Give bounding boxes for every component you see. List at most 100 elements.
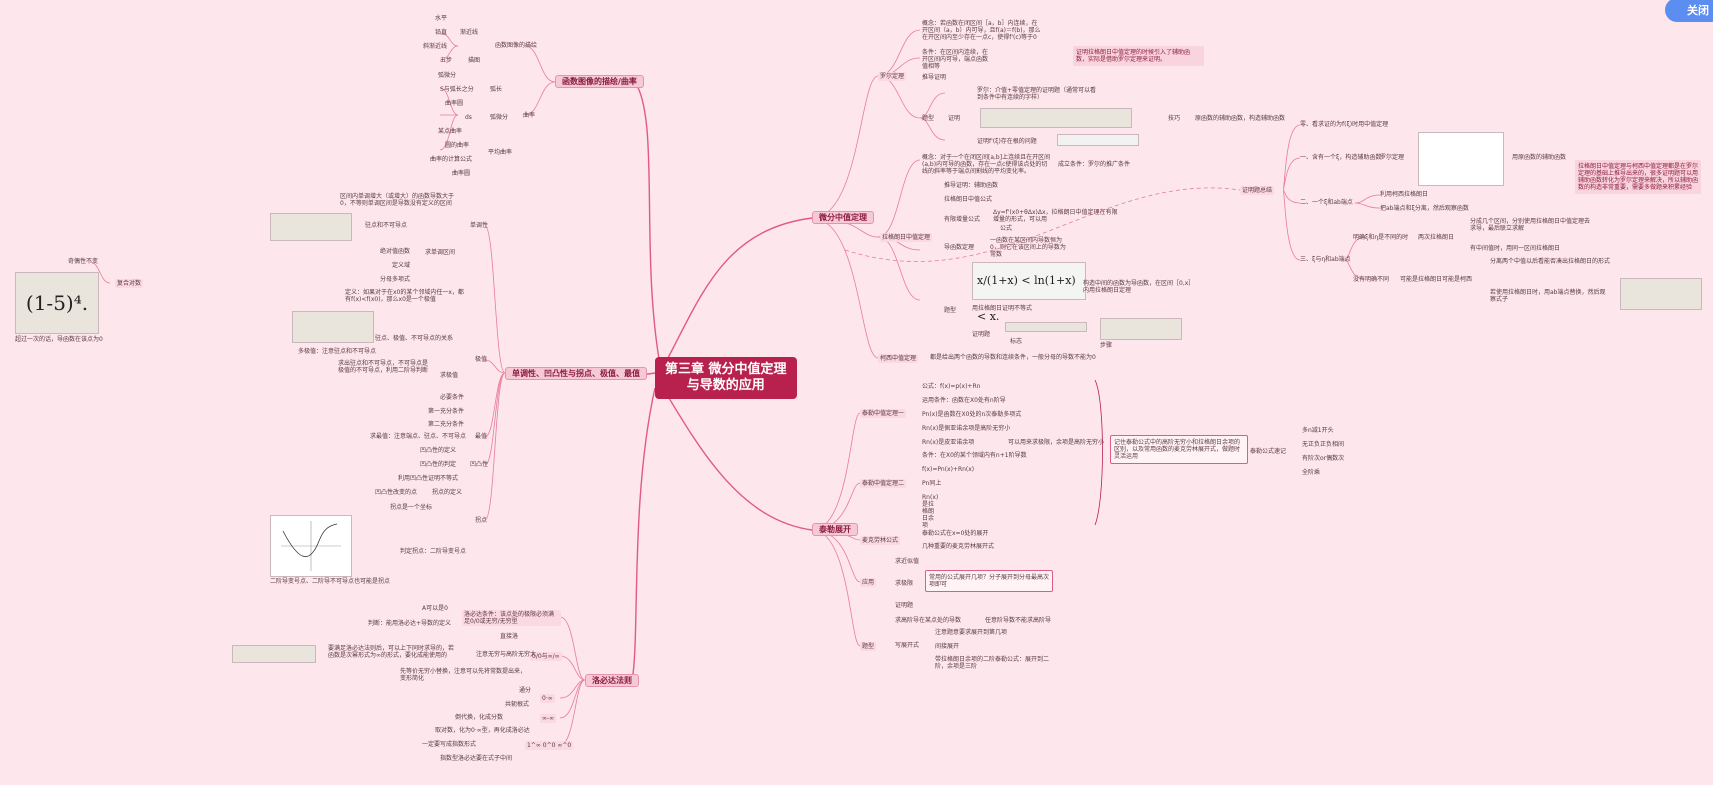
taylor-1-b[interactable]: 运用条件：函数在X0处有n阶导: [922, 397, 1006, 404]
topic-a3[interactable]: 带拉格朗日余项的二阶泰勒公式：展开到二阶，余项是三阶: [935, 656, 1050, 670]
inf-b[interactable]: 拐点是一个坐标: [390, 504, 433, 511]
node-lag-deriv-note[interactable]: 一函数在某区间内导数恒为0，则它在该区间上的导数为常数: [990, 237, 1066, 258]
ext-d[interactable]: 第一充分条件: [428, 408, 465, 415]
node-lag-limit-note[interactable]: Δy=f'(x0+θΔx)Δx，拉格朗日中值定理在有限增量的形式，可以用: [993, 209, 1118, 223]
curve-steps[interactable]: 五步: [440, 57, 453, 64]
curve-asym[interactable]: 函数图像的描绘: [495, 42, 538, 49]
node-lag-def[interactable]: 概念：对于一个在闭区间[a,b]上连续且在开区间(a,b)内可导的函数，存在一点…: [922, 154, 1051, 175]
lhop-3-b[interactable]: 共轭根式: [505, 701, 530, 708]
con-b[interactable]: 凹凸性的判定: [420, 461, 457, 468]
taylor-1-a[interactable]: 公式：f(x)=p(x)+Rn: [922, 383, 981, 390]
far-left-note[interactable]: 超过一次的话，导函数在该点为0: [15, 336, 103, 343]
lhop-2-d[interactable]: 先等价无穷小替换，注意可以先将常数提出来，变形简化: [400, 668, 527, 682]
taylor-1-e2[interactable]: 可以用来求极限，余项是高阶无穷小: [1008, 439, 1105, 446]
lhop-5[interactable]: 1^∞ 0^0 ∞^0: [525, 741, 574, 750]
curve-rad-c3[interactable]: 曲率的计算公式: [430, 156, 473, 163]
node-lag-topic[interactable]: 题型: [944, 307, 957, 314]
topic-a2[interactable]: 间接展开: [935, 643, 960, 650]
node-rolle-topic[interactable]: 题型: [922, 115, 935, 122]
taylor-1-d[interactable]: Rn(x)是佩亚诺余项是高阶无穷小: [922, 425, 1011, 432]
node-lag-limit[interactable]: 有限增量公式: [944, 216, 981, 223]
far-left-b[interactable]: 复合对数: [115, 279, 144, 288]
far-left-a[interactable]: 奇偶性不变: [68, 258, 99, 265]
mono-b3[interactable]: 分母多项式: [380, 276, 411, 283]
max-node[interactable]: 最值: [475, 433, 488, 440]
node-rolle-def[interactable]: 概念：若函数在闭区间［a，b］内连续，在开区间（a，b）内可导，且f(a)＝f(…: [922, 20, 1041, 41]
node-rolle-prove[interactable]: 证明: [948, 115, 961, 122]
node-taylor-topic[interactable]: 题型: [860, 642, 877, 651]
taylor-memo[interactable]: 记住泰勒公式中的高阶无穷小和拉格朗日余项的区别，以及常用函数的麦克劳林展开式，做…: [1110, 435, 1248, 464]
curve-asym-a[interactable]: 水平: [435, 15, 448, 22]
summary-item-3-b2[interactable]: 分离两个中值以后看能否凑出拉格朗日的形式: [1490, 258, 1611, 265]
curve-rad-a3[interactable]: 曲率圆: [445, 100, 464, 107]
lhop-5-b[interactable]: 一定要写成指数形式: [422, 741, 477, 748]
topic-a[interactable]: 写展开式: [895, 642, 920, 649]
ext-node[interactable]: 极值: [475, 356, 488, 363]
node-cauchy[interactable]: 柯西中值定理: [878, 354, 919, 363]
summary-item-2[interactable]: 二、一个ξ和ab端点: [1300, 199, 1353, 206]
summary-item-3-a2[interactable]: 分成几个区间，分别使用拉格朗日中值定理去求导，最后联立求解: [1470, 218, 1591, 232]
app-d[interactable]: 求高阶导在某点处的导数: [895, 617, 962, 624]
node-application[interactable]: 应用: [860, 578, 877, 587]
curve-steps2[interactable]: 描图: [468, 57, 481, 64]
summary-item-1-sub[interactable]: 罗尔定理: [1380, 154, 1405, 161]
lhop-2-b[interactable]: 注意无穷与高阶无穷大: [476, 651, 537, 658]
app-c[interactable]: 证明题: [895, 602, 914, 609]
node-lag-mark[interactable]: 标志: [1010, 338, 1023, 345]
summary-item-1-sub2[interactable]: 用原函数的辅助函数: [1512, 154, 1567, 161]
summary-item-2-b[interactable]: 把ab端点和ξ分离，然后观察函数: [1380, 205, 1469, 212]
node-lag-step[interactable]: 步骤: [1100, 342, 1113, 349]
taylor-1-e[interactable]: Rn(x)是皮亚诺余项: [922, 439, 975, 446]
node-lag-limit-note2[interactable]: 公式: [1000, 225, 1013, 232]
curve-rad-b2[interactable]: 弧微分: [490, 114, 509, 121]
lhop-3[interactable]: 0·∞: [540, 694, 555, 703]
lhop-4[interactable]: ∞-∞: [540, 714, 557, 723]
taylor-1-c[interactable]: Pn(x)是函数在X0处的n次泰勒多项式: [922, 411, 1022, 418]
node-rolle-cond[interactable]: 条件：在区间内连续，在开区间内可导，端点函数值相等: [922, 49, 989, 70]
node-lag-deriv[interactable]: 导函数定理: [944, 244, 975, 251]
node-lag-geo[interactable]: 推导证明：辅助函数: [944, 182, 999, 189]
app-a[interactable]: 求近似值: [895, 558, 920, 565]
central-topic[interactable]: 第三章 微分中值定理 与导数的应用: [655, 357, 797, 399]
taylor-2-a[interactable]: 条件：在X0的某个领域内有n+1阶导数: [922, 452, 1027, 459]
lhop-5-c[interactable]: 指数型洛必达要在式子中间: [440, 755, 513, 762]
curve-asym-node[interactable]: 渐近线: [460, 29, 479, 36]
curve-rad-b[interactable]: ds: [465, 114, 472, 121]
memo-item-2[interactable]: 有阶次or偶数次: [1302, 455, 1345, 462]
curve-rad-c2[interactable]: 圆的曲率: [445, 142, 470, 149]
inf-a[interactable]: 拐点的定义: [432, 489, 463, 496]
lhop-2-c[interactable]: 要满足洛必达法则后，可以上下同时求导的，若函数是次幂形式为∞的形式，要化成能使用…: [328, 645, 455, 659]
curve-rad-c[interactable]: 平均曲率: [488, 149, 513, 156]
app-d-note[interactable]: 任意阶导数不能求高阶导: [985, 617, 1052, 624]
node-lagrange[interactable]: 拉格朗日中值定理: [880, 233, 933, 242]
mac-a[interactable]: 泰勒公式在x=0处的展开: [922, 530, 989, 537]
summary-item-3-b[interactable]: 没有明确不同: [1353, 276, 1390, 283]
branch-mvt[interactable]: 微分中值定理: [812, 211, 874, 224]
node-cauchy-def[interactable]: 都是给出两个函数的导数和连续条件，一般分母的导数不能为0: [930, 354, 1096, 361]
lhop-3-a[interactable]: 通分: [519, 687, 532, 694]
summary-item-3-a[interactable]: 明确ξ和η是不同的时: [1353, 234, 1409, 241]
memo-item-0[interactable]: 多n减1开头: [1302, 427, 1334, 434]
app-b-note[interactable]: 常用的公式展开几项？分子展开到分母最高次项即可: [925, 570, 1053, 592]
mono-a[interactable]: 驻点和不可导点: [365, 222, 408, 229]
curve-rad-c1[interactable]: 某点曲率: [438, 128, 463, 135]
inf-node[interactable]: 拐点: [475, 517, 488, 524]
summary-item-1[interactable]: 一、含有一个ξ，构造辅助函数: [1300, 154, 1382, 161]
taylor-2-d[interactable]: Rn(x)是拉格朗日余项: [922, 494, 939, 529]
app-b[interactable]: 求极限: [895, 580, 914, 587]
taylor-2-c[interactable]: Pn同上: [922, 480, 942, 487]
node-lag-ineq-note[interactable]: 构造中间的函数为导函数，在区间［0,x］内用拉格朗日定理: [1083, 280, 1192, 294]
node-summary[interactable]: 证明题总结: [1240, 186, 1275, 195]
memo-item-1[interactable]: 无正负正负相间: [1302, 441, 1345, 448]
node-lag-proof[interactable]: 证明题: [972, 331, 991, 338]
inf-c-note[interactable]: 二阶导变号点、二阶导不可导点也可能是拐点: [270, 578, 391, 585]
lhop-4-a[interactable]: 倒代换，化成分数: [455, 714, 504, 721]
curve-rad-a2[interactable]: S与弧长之分: [440, 86, 474, 93]
inf-c[interactable]: 判定拐点：二阶导变号点: [400, 548, 467, 555]
lhop-2-a[interactable]: 直接洛: [500, 633, 519, 640]
node-tech-text[interactable]: 原函数的辅助函数，构造辅助函数: [1195, 115, 1286, 122]
taylor-2-b[interactable]: f(x)=Pn(x)+Rn(x): [922, 466, 975, 473]
taylor-memo-node[interactable]: 泰勒公式速记: [1250, 448, 1287, 455]
node-lag-ineq[interactable]: 用拉格朗日证明不等式: [972, 305, 1033, 312]
mono-def[interactable]: 区间内单调增大（或增大）的函数导数大于0，不等则单调区间是导数没有定义的区间: [340, 193, 455, 207]
